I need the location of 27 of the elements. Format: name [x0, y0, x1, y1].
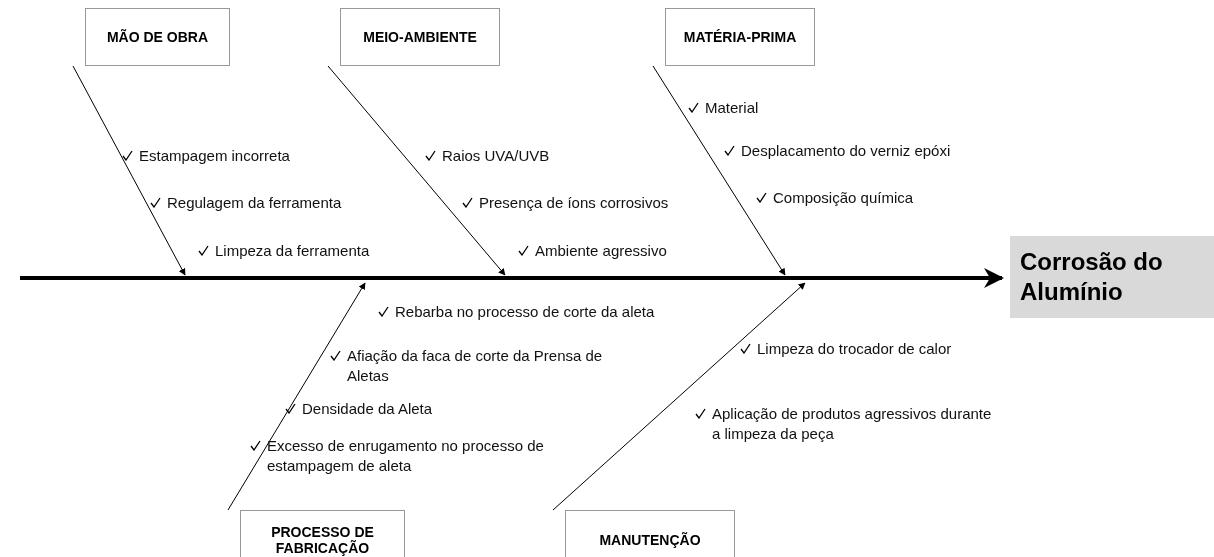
cause-text: Excesso de enrugamento no processo de estampagem de aleta [267, 436, 545, 476]
bone-arrow [227, 282, 366, 511]
cause-text: Limpeza do trocador de calor [757, 339, 952, 359]
effect-box: Corrosão do Alumínio [1010, 236, 1214, 318]
category-box: MANUTENÇÃO [565, 510, 735, 557]
bone-arrow [552, 282, 806, 511]
cause-text: Rebarba no processo de corte da aleta [395, 302, 655, 322]
category-box: MATÉRIA-PRIMA [665, 8, 815, 66]
cause-text: Regulagem da ferramenta [167, 193, 342, 213]
cause-text: Densidade da Aleta [302, 399, 433, 419]
spine-arrow [20, 268, 1004, 288]
cause-text: Limpeza da ferramenta [215, 241, 370, 261]
cause-text: Aplicação de produtos agressivos durante a limpeza da peça [712, 404, 993, 444]
category-box: MEIO-AMBIENTE [340, 8, 500, 66]
cause-text: Estampagem incorreta [139, 146, 290, 166]
cause-text: Desplacamento do verniz epóxi [741, 141, 951, 161]
category-box: MÃO DE OBRA [85, 8, 230, 66]
cause-text: Composição química [773, 188, 914, 208]
cause-text: Ambiente agressivo [535, 241, 667, 261]
cause-text: Afiação da faca de corte da Prensa de Aletas [347, 346, 604, 386]
bone-arrow [652, 65, 786, 276]
cause-text: Material [705, 98, 759, 118]
cause-text: Raios UVA/UVB [442, 146, 550, 166]
category-box: PROCESSO DE FABRICAÇÃO [240, 510, 405, 557]
bone-arrow [72, 65, 186, 276]
bone-arrow [327, 65, 506, 276]
cause-text: Presença de íons corrosivos [479, 193, 669, 213]
